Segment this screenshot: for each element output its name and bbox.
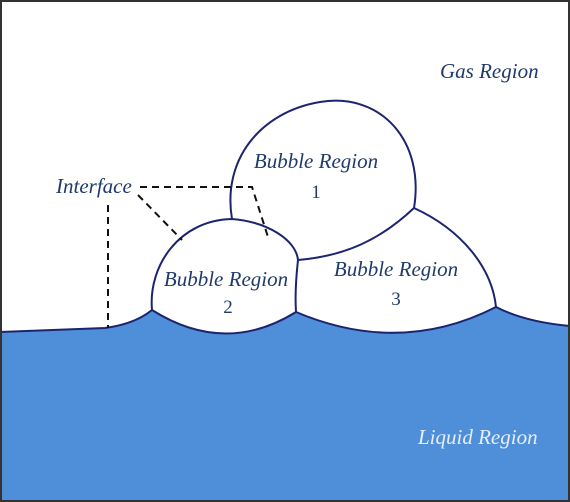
bubble-2-number: 2 [223, 297, 233, 318]
bubble-3-number: 3 [391, 289, 401, 310]
interface-label: Interface [55, 174, 132, 198]
liquid-region [0, 307, 570, 502]
bubble-3-outline [413, 207, 497, 308]
bubble-1-number: 1 [311, 182, 321, 203]
bubble-1-outline [229, 99, 417, 261]
liquid-region-label: Liquid Region [417, 425, 538, 449]
bubble-1-label: Bubble Region [254, 149, 378, 173]
bubble-2-label: Bubble Region [164, 267, 288, 291]
liquid-surface [0, 305, 570, 335]
bubble-3-label: Bubble Region [334, 257, 458, 281]
interface-leader-diagonal [137, 194, 183, 241]
bubble-2-outline [150, 217, 300, 313]
gas-region-label: Gas Region [440, 59, 539, 83]
interface-leader-bracket [140, 186, 269, 238]
